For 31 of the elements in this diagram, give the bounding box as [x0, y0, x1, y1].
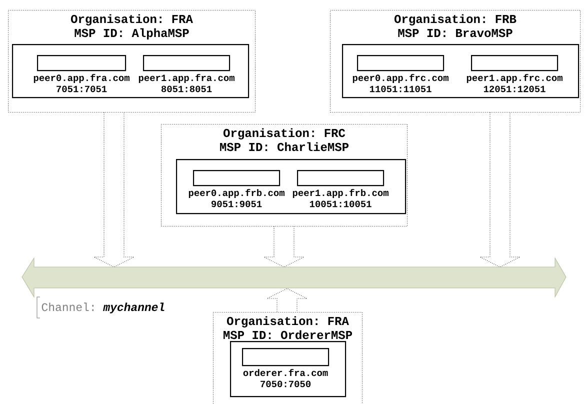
block-arrow — [92, 112, 136, 268]
channel-label: Channel: mychannel — [42, 302, 164, 314]
node-label: peer0.app.frb.com — [188, 189, 284, 198]
block-arrow — [262, 226, 306, 268]
peer-box: peer1.app.fra.com 8051:8051 — [138, 55, 234, 92]
node-label: 10051:10051 — [310, 200, 372, 208]
node-label: peer1.app.frb.com — [292, 189, 388, 198]
node-label: peer1.app.fra.com — [138, 74, 234, 83]
node-label: 11051:11051 — [370, 86, 432, 92]
node-label: peer1.app.frc.com — [466, 74, 562, 83]
node-label: peer0.app.fra.com — [34, 74, 130, 83]
group-box — [176, 159, 406, 214]
block-arrow — [478, 112, 522, 268]
peer-box: peer0.app.fra.com 7051:7051 — [34, 55, 130, 92]
peer-box: peer0.app.frb.com 9051:9051 — [188, 170, 284, 208]
peer-box: peer1.app.frc.com 12051:12051 — [466, 55, 562, 92]
group-box — [342, 44, 580, 98]
node-label: 7050:7050 — [260, 380, 311, 388]
group-box — [12, 44, 250, 98]
peer-box: peer0.app.frc.com 11051:11051 — [352, 55, 448, 92]
node-label: peer0.app.frc.com — [352, 74, 448, 83]
node-label: 8051:8051 — [161, 86, 212, 92]
node-label: 7051:7051 — [56, 86, 107, 92]
group-box — [230, 341, 346, 398]
node-label: 9051:9051 — [211, 200, 262, 208]
channel-arrow — [22, 257, 566, 298]
node-label: orderer.fra.com — [243, 369, 328, 376]
block-arrow — [266, 288, 308, 312]
peer-box: peer1.app.frb.com 10051:10051 — [292, 170, 388, 208]
node-label: 12051:12051 — [484, 86, 546, 92]
peer-box: orderer.fra.com 7050:7050 — [242, 348, 330, 388]
